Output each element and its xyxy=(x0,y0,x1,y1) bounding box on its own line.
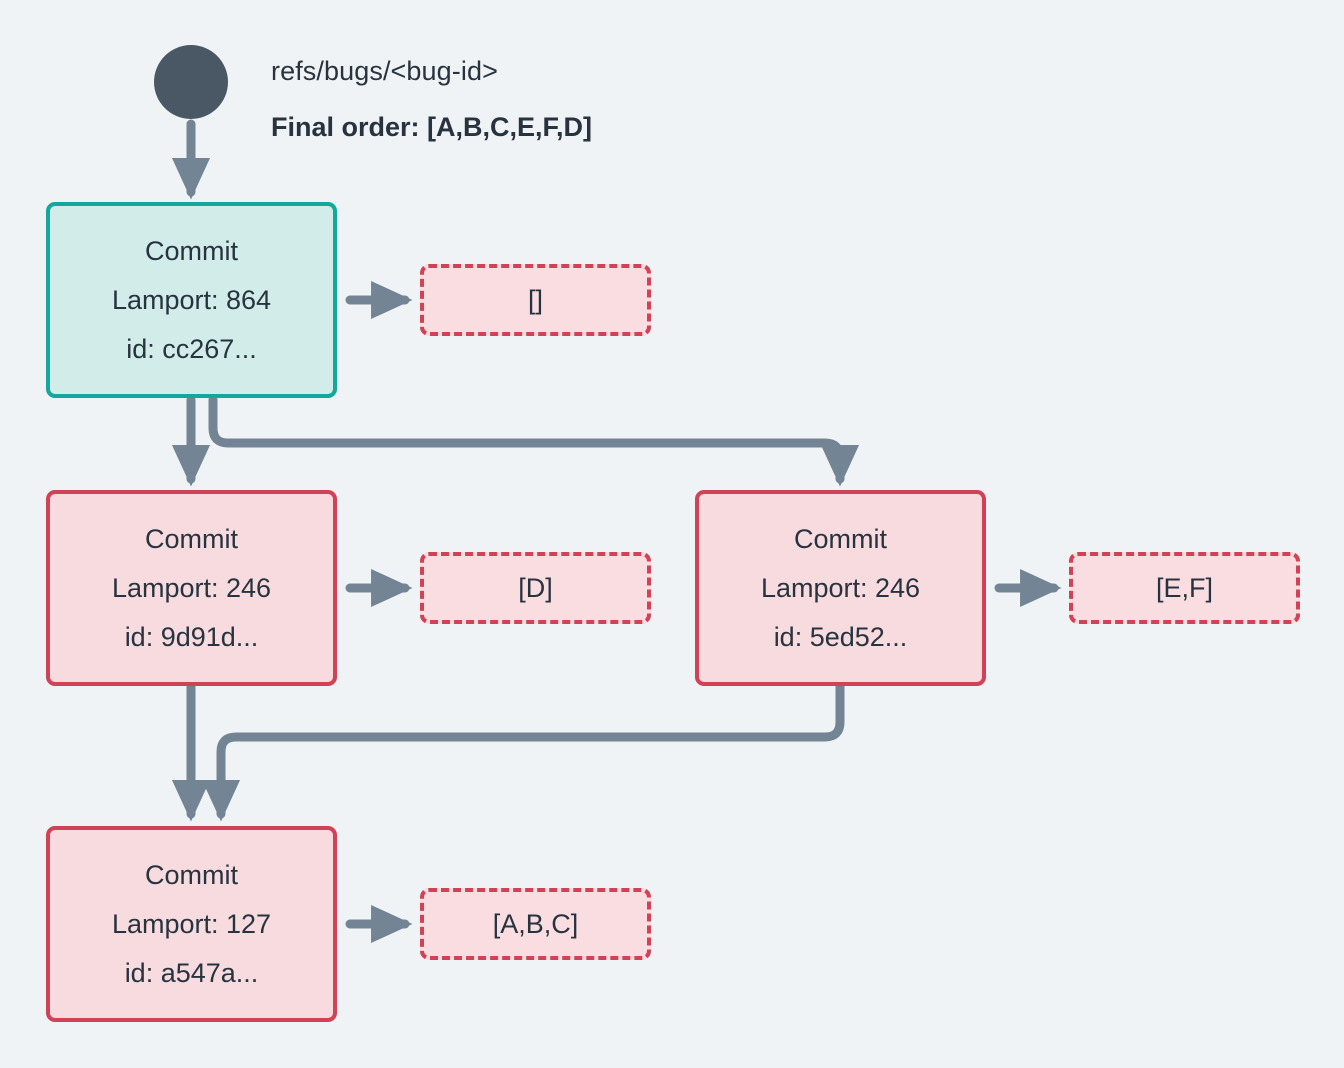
commit-id: id: a547a... xyxy=(124,957,259,988)
payload-box-cc267[interactable]: [] xyxy=(420,264,651,336)
edge-5ed52-to-a547a xyxy=(201,682,845,822)
commit-id: id: 9d91d... xyxy=(124,621,259,652)
commit-title: Commit xyxy=(794,523,887,554)
payload-box-5ed52[interactable]: [E,F] xyxy=(1069,552,1300,624)
commit-node-a547a[interactable]: Commit Lamport: 127 id: a547a... xyxy=(46,826,337,1022)
commit-title: Commit xyxy=(145,235,238,266)
commit-node-cc267[interactable]: Commit Lamport: 864 id: cc267... xyxy=(46,202,337,398)
commit-title: Commit xyxy=(145,859,238,890)
commit-lamport: Lamport: 127 xyxy=(111,908,272,939)
commit-lamport: Lamport: 864 xyxy=(111,284,272,315)
ref-path-label: refs/bugs/<bug-id> xyxy=(271,56,498,86)
payload-box-a547a[interactable]: [A,B,C] xyxy=(420,888,651,960)
payload-label: [D] xyxy=(518,572,553,603)
commit-id: id: cc267... xyxy=(126,333,257,364)
commit-node-9d91d[interactable]: Commit Lamport: 246 id: 9d91d... xyxy=(46,490,337,686)
payload-label: [] xyxy=(527,284,543,315)
commit-node-5ed52[interactable]: Commit Lamport: 246 id: 5ed52... xyxy=(695,490,986,686)
commit-lamport: Lamport: 246 xyxy=(111,572,272,603)
commit-id: id: 5ed52... xyxy=(773,621,908,652)
payload-box-9d91d[interactable]: [D] xyxy=(420,552,651,624)
payload-label: [E,F] xyxy=(1155,572,1213,603)
edge-cc267-to-5ed52 xyxy=(208,395,860,487)
final-order-label: Final order: [A,B,C,E,F,D] xyxy=(271,112,593,142)
commit-title: Commit xyxy=(145,523,238,554)
commit-lamport: Lamport: 246 xyxy=(760,572,921,603)
payload-label: [A,B,C] xyxy=(492,908,579,939)
root-ref-circle-icon[interactable] xyxy=(154,45,228,119)
